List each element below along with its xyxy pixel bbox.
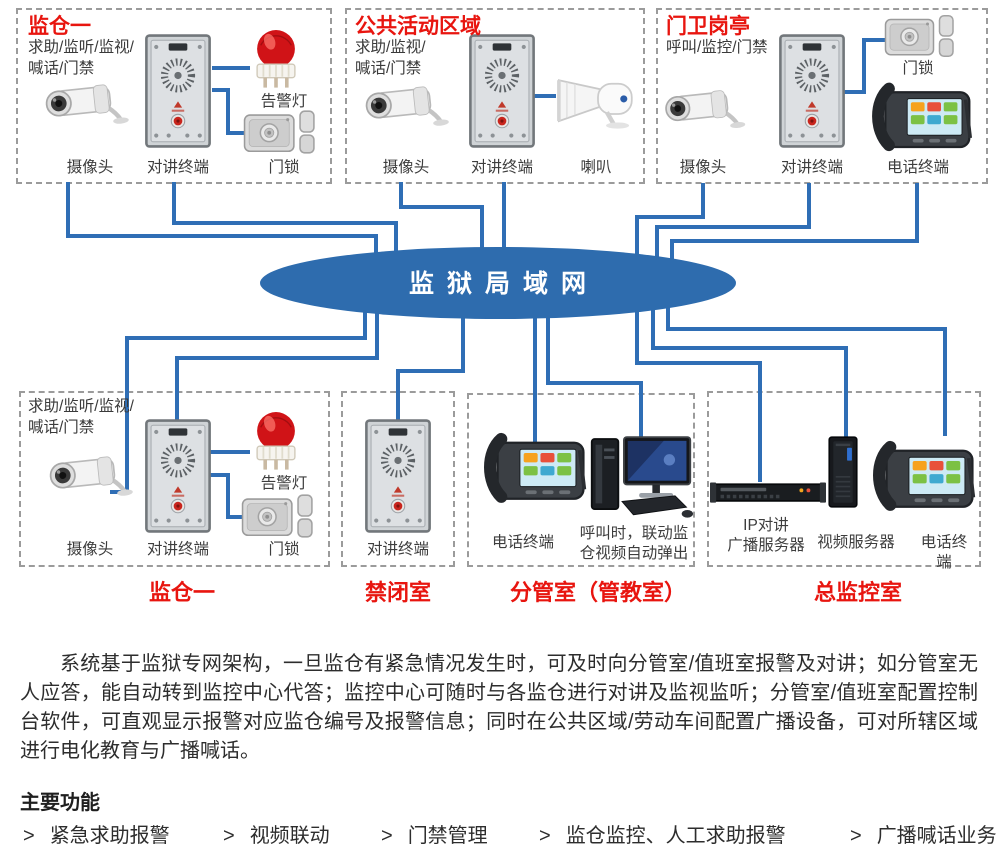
device-label: 门锁 <box>902 60 934 77</box>
device-label: 电话终端 <box>920 534 968 571</box>
feature-marker: > <box>850 825 862 847</box>
connector-line <box>66 182 378 274</box>
lan-ellipse <box>260 247 736 319</box>
horn-speaker-icon <box>552 66 644 130</box>
device-label: 对讲终端 <box>470 159 534 176</box>
video-phone-icon <box>866 432 978 518</box>
device-label: 视频服务器 <box>817 534 895 551</box>
device-label: IP对讲 广播服务器 <box>727 517 805 554</box>
connector-line <box>670 183 919 264</box>
feature-marker: > <box>23 825 35 847</box>
connector-line <box>655 183 811 264</box>
video-phone-icon <box>864 74 976 158</box>
feature-marker: > <box>539 825 551 847</box>
door-lock-icon <box>241 492 315 540</box>
camera-icon <box>42 78 130 132</box>
features-heading: 主要功能 <box>20 792 100 814</box>
intercom-terminal-icon <box>778 34 846 148</box>
feature-item: > 监仓监控、人工求助报警 <box>539 819 786 848</box>
device-label: 电话终端 <box>491 534 555 551</box>
connector-line <box>172 182 398 272</box>
zone-bottom-label: 监仓一 <box>148 580 216 605</box>
ip-broadcast-server-icon <box>710 478 826 508</box>
alarm-light-icon <box>249 22 303 92</box>
feature-text: 门禁管理 <box>407 825 488 847</box>
feature-marker: > <box>381 825 393 847</box>
alarm-light-icon <box>249 404 303 474</box>
device-label: 摄像头 <box>66 159 114 176</box>
feature-item: > 紧急求助报警 <box>23 819 170 848</box>
device-caption: 呼叫时，联动监 仓视频自动弹出 <box>579 525 689 562</box>
device-label: 对讲终端 <box>146 541 210 558</box>
camera-icon <box>662 84 746 136</box>
connector-line <box>399 182 484 268</box>
door-lock-icon <box>884 14 956 58</box>
feature-text: 视频联动 <box>249 825 330 847</box>
device-label: 对讲终端 <box>366 541 430 558</box>
feature-marker: > <box>223 825 235 847</box>
device-label: 电话终端 <box>886 159 950 176</box>
zone-title: 公共活动区域 <box>355 15 481 38</box>
feature-item: > 视频联动 <box>223 819 330 848</box>
zone-title: 门卫岗亭 <box>666 15 750 38</box>
device-label: 摄像头 <box>679 159 727 176</box>
device-label: 门锁 <box>268 541 300 558</box>
zone-bottom-label: 总监控室 <box>813 580 903 605</box>
connector-line <box>635 183 705 264</box>
door-lock-icon <box>243 108 317 156</box>
device-label: 对讲终端 <box>146 159 210 176</box>
zone-subtitle: 求助/监听/监视/ 喊话/门禁 <box>28 398 134 436</box>
zone-bottom-label: 分管室（管教室） <box>509 580 687 605</box>
device-label: 告警灯 <box>260 475 308 492</box>
device-label: 摄像头 <box>66 541 114 558</box>
zone-subtitle: 求助/监视/ 喊话/门禁 <box>355 39 426 77</box>
zone-subtitle: 求助/监听/监视/ 喊话/门禁 <box>28 39 134 77</box>
intercom-terminal-icon <box>364 419 432 533</box>
feature-text: 广播喊话业务 <box>876 825 997 847</box>
device-label: 喇叭 <box>580 159 612 176</box>
video-phone-icon <box>477 424 589 510</box>
computer-icon <box>588 430 694 520</box>
camera-icon <box>46 450 134 504</box>
video-server-icon <box>826 430 860 514</box>
zone-public-area <box>345 8 645 184</box>
zone-bottom-label: 禁闭室 <box>364 580 432 605</box>
feature-item: > 门禁管理 <box>381 819 488 848</box>
feature-item: > 广播喊话业务 <box>850 819 997 848</box>
zone-subtitle: 呼叫/监控/门禁 <box>666 39 768 56</box>
device-label: 告警灯 <box>260 93 308 110</box>
device-label: 对讲终端 <box>780 159 844 176</box>
intercom-terminal-icon <box>144 419 212 533</box>
intercom-terminal-icon <box>144 34 212 148</box>
feature-text: 紧急求助报警 <box>49 825 170 847</box>
device-label: 门锁 <box>268 159 300 176</box>
lan-label: 监狱局域网 <box>409 270 599 298</box>
zone-title: 监仓一 <box>28 15 91 38</box>
feature-text: 监仓监控、人工求助报警 <box>565 825 786 847</box>
system-description: 系统基于监狱专网架构，一旦监仓有紧急情况发生时，可及时向分管室/值班室报警及对讲… <box>20 653 978 762</box>
intercom-terminal-icon <box>468 34 536 148</box>
device-label: 摄像头 <box>382 159 430 176</box>
camera-icon <box>362 80 450 134</box>
